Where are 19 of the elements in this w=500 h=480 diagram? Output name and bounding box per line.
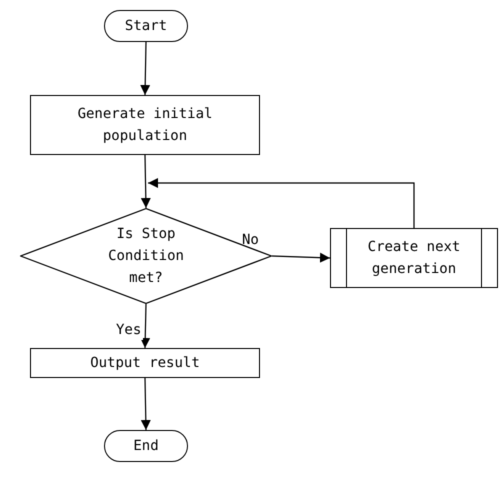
subprocess-box [330, 228, 498, 288]
arrow [140, 378, 151, 430]
edge-label: Yes [114, 322, 144, 340]
arrow [272, 252, 330, 263]
node-text: Is Stop Condition met? [107, 225, 185, 288]
arrow [148, 178, 415, 228]
decision-diamond [20, 208, 272, 304]
node-text: End [133, 437, 159, 456]
node-text: Output result [90, 354, 200, 373]
node-text: Create next generation [366, 238, 462, 279]
arrow [140, 154, 151, 208]
arrow [140, 304, 150, 348]
node-text: Start [124, 17, 168, 36]
node-text: Generate initial population [76, 105, 214, 146]
process-box [30, 95, 260, 155]
terminal-pill [104, 430, 188, 462]
terminal-pill [104, 10, 188, 42]
arrow [140, 42, 150, 96]
process-box [30, 348, 260, 378]
